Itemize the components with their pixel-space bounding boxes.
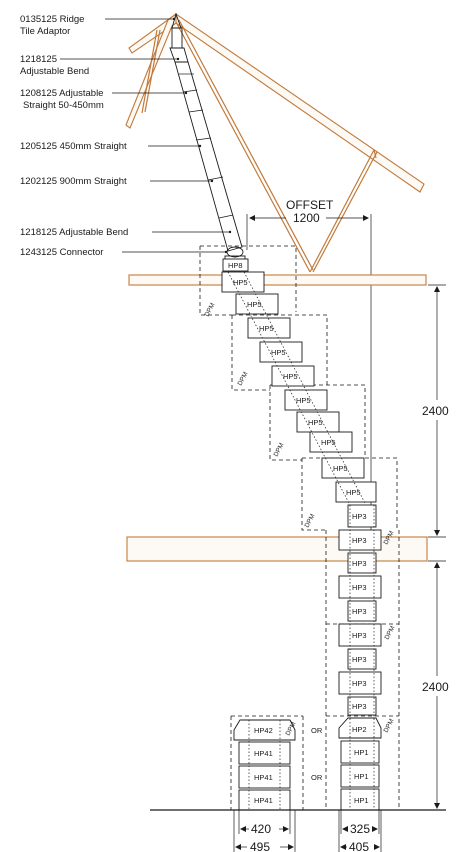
svg-text:1218125: 1218125 — [20, 54, 57, 65]
dpm-label-6: DPM — [384, 625, 397, 641]
label-adj-straight-line1: 1208125 Adjustable — [20, 88, 103, 99]
roof-truss — [125, 12, 425, 273]
label-bend2: 1218125 Adjustable Bend — [20, 227, 128, 238]
block-hp1-3: HP1 — [354, 796, 369, 805]
svg-text:Straight 50-450mm: Straight 50-450mm — [23, 100, 104, 111]
block-hp3-1: HP3 — [352, 512, 367, 521]
block-hp42: HP42 — [254, 726, 273, 735]
flue-pipe — [169, 12, 246, 261]
ceiling-joist-band — [128, 274, 427, 286]
block-hp5-2: HP5 — [247, 300, 262, 309]
svg-text:1208125 Adjustable: 1208125 Adjustable — [20, 88, 103, 99]
label-ridge-line2: Tile Adaptor — [20, 26, 70, 37]
block-hp2: HP2 — [352, 725, 367, 734]
dpm-label-4: DPM — [304, 513, 317, 529]
bottom-dimensions: 420 495 325 405 — [233, 810, 382, 852]
height-lower: 2400 — [422, 680, 449, 694]
block-hp3-5: HP3 — [352, 607, 367, 616]
alt-block-stack: HP42 HP41 HP41 HP41 OR OR — [233, 719, 323, 811]
block-hp41-1: HP41 — [254, 749, 273, 758]
offset-dimension: OFFSET 1200 — [246, 198, 372, 532]
or-label-2: OR — [311, 773, 323, 782]
block-hp1-2: HP1 — [354, 772, 369, 781]
label-straight450: 1205125 450mm Straight — [20, 141, 127, 152]
label-straight900: 1202125 900mm Straight — [20, 176, 127, 187]
svg-text:0135125 Ridge: 0135125 Ridge — [20, 14, 84, 25]
label-bend1-line2: Adjustable Bend — [20, 66, 89, 77]
or-label-1: OR — [311, 726, 323, 735]
dim-main-inner: 325 — [350, 822, 370, 836]
height-upper: 2400 — [422, 404, 449, 418]
dim-alt-outer: 495 — [250, 840, 270, 852]
block-hp5-1: HP5 — [233, 278, 248, 287]
block-hp5-10: HP5 — [346, 488, 361, 497]
label-ridge-line1: 0135125 Ridge — [20, 14, 84, 25]
dpm-label-7: DPM — [383, 718, 396, 734]
block-hp3-6: HP3 — [352, 631, 367, 640]
block-hp3-8: HP3 — [352, 679, 367, 688]
offset-value: 1200 — [293, 211, 320, 225]
block-hp3-3: HP3 — [352, 559, 367, 568]
dpm-label-2: DPM — [237, 371, 250, 387]
component-labels: 0135125 Ridge Tile Adaptor 1218125 Adjus… — [20, 14, 232, 258]
dpm-label-1: DPM — [204, 302, 217, 318]
label-adj-straight-line2: Straight 50-450mm — [23, 100, 104, 111]
block-hp3-7: HP3 — [352, 655, 367, 664]
block-hp5-4: HP5 — [271, 348, 286, 357]
svg-text:Adjustable Bend: Adjustable Bend — [20, 66, 89, 77]
main-block-stack: HP3 HP3 HP3 HP3 HP3 HP3 HP3 HP3 HP3 HP2 … — [338, 504, 382, 811]
block-hp5-9: HP5 — [333, 464, 348, 473]
block-hp5-8: HP5 — [321, 438, 336, 447]
block-hp41-3: HP41 — [254, 796, 273, 805]
block-hp3-2: HP3 — [352, 536, 367, 545]
label-bend1-line1: 1218125 — [20, 54, 57, 65]
dim-main-outer: 405 — [349, 840, 369, 852]
block-hp3-4: HP3 — [352, 583, 367, 592]
block-hp5-6: HP5 — [296, 396, 311, 405]
block-hp5-3: HP5 — [259, 324, 274, 333]
dpm-zones — [199, 245, 400, 810]
offset-block-stack: HP8 HP5 HP5 HP5 HP5 HP5 HP5 HP5 HP5 HP5 … — [221, 258, 377, 506]
floor-band — [126, 536, 428, 562]
svg-text:Tile Adaptor: Tile Adaptor — [20, 26, 70, 37]
block-hp5-7: HP5 — [308, 418, 323, 427]
block-hp1-1: HP1 — [354, 748, 369, 757]
label-connector: 1243125 Connector — [20, 247, 103, 258]
block-hp5-5: HP5 — [283, 372, 298, 381]
offset-title: OFFSET — [286, 198, 334, 212]
dpm-label-3: DPM — [273, 442, 286, 458]
block-hp41-2: HP41 — [254, 773, 273, 782]
dim-alt-inner: 420 — [251, 822, 271, 836]
block-hp8: HP8 — [228, 261, 243, 270]
block-hp3-9: HP3 — [352, 702, 367, 711]
